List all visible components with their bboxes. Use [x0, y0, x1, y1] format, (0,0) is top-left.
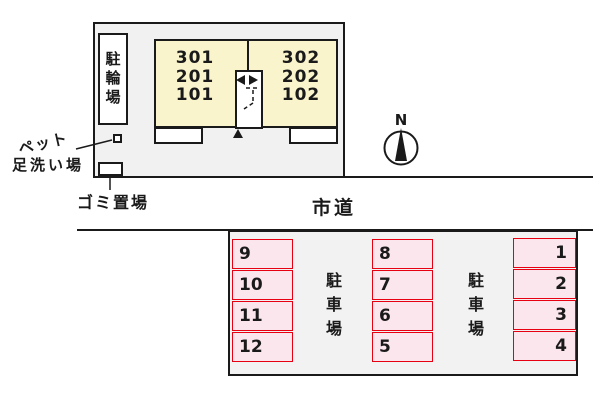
parking-space-number: 4 [555, 336, 567, 356]
garbage-label: ゴミ置場 [77, 193, 150, 212]
parking-space: 4 [513, 331, 576, 361]
parking-space: 7 [372, 270, 433, 300]
parking-space: 9 [232, 239, 293, 269]
building-center-divider [247, 39, 249, 72]
unit-number: 101 [175, 85, 215, 105]
parking-space-number: 11 [239, 306, 263, 326]
parking-space: 12 [232, 332, 293, 362]
parking-space: 8 [372, 239, 433, 269]
compass-circle-icon [383, 130, 419, 166]
road-upper-edge [93, 176, 593, 178]
stairwell-box [235, 70, 263, 129]
parking-space: 11 [232, 301, 293, 331]
parking-column-left: 9 10 11 12 [232, 239, 293, 362]
road-label: 市道 [311, 197, 356, 219]
parking-column-right: 1 2 3 4 [513, 238, 576, 361]
pet-wash-station-marker [113, 134, 122, 143]
pet-wash-label-line2: 足洗い場 [12, 156, 85, 174]
parking-space: 1 [513, 238, 576, 268]
parking-area-label-text: 駐車場 [465, 272, 484, 344]
parking-space: 3 [513, 300, 576, 330]
parking-space-number: 6 [379, 306, 391, 326]
bicycle-parking-label: 駐輪場 [103, 50, 122, 108]
unit-number: 202 [281, 66, 321, 87]
compass-north-label: N [394, 111, 408, 129]
parking-space-number: 3 [555, 305, 567, 325]
unit-number: 201 [175, 66, 215, 87]
compass-needle-icon [395, 128, 407, 161]
parking-space-number: 10 [239, 275, 263, 295]
parking-space-number: 2 [555, 274, 567, 294]
parking-space-number: 1 [555, 243, 567, 263]
unit-number: 302 [281, 48, 321, 68]
left-unit-numbers: 301 201 101 [159, 49, 231, 105]
parking-area-label-left: 駐車場 [320, 272, 344, 344]
parking-area-label-text: 駐車場 [323, 272, 342, 344]
parking-area-label-right: 駐車場 [462, 272, 486, 344]
parking-space-number: 5 [379, 337, 391, 357]
right-unit-numbers: 302 202 102 [265, 49, 337, 105]
garbage-area-box [98, 162, 123, 176]
bicycle-parking-box: 駐輪場 [98, 33, 128, 125]
parking-space-number: 12 [239, 337, 263, 357]
parking-space: 6 [372, 301, 433, 331]
parking-space-number: 9 [239, 244, 251, 264]
parking-column-middle: 8 7 6 5 [372, 239, 433, 362]
parking-space: 5 [372, 332, 433, 362]
right-entrance-porch [289, 127, 338, 144]
left-entrance-porch [154, 127, 203, 144]
unit-number: 301 [175, 48, 215, 68]
parking-space: 2 [513, 269, 576, 299]
parking-space-number: 8 [379, 244, 391, 264]
parking-space: 10 [232, 270, 293, 300]
parking-space-number: 7 [379, 275, 391, 295]
unit-number: 102 [281, 85, 321, 105]
